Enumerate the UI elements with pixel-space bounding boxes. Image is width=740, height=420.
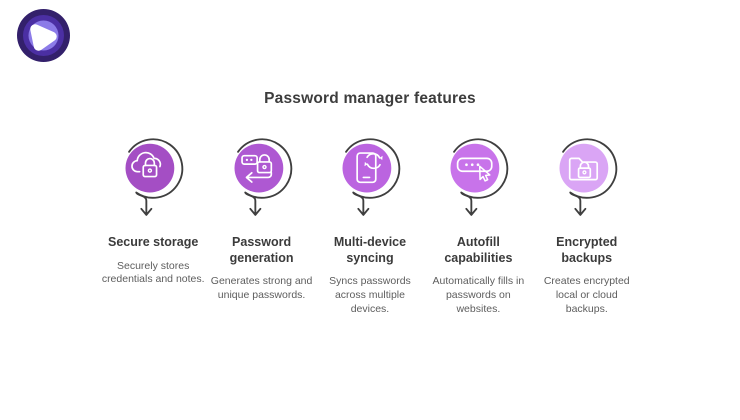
page-title: Password manager features xyxy=(264,90,476,107)
feature-description: Syncs passwords across multiple devices. xyxy=(329,275,411,315)
feature-multi-device-syncing: Multi-device syncing Syncs passwords acr… xyxy=(316,126,424,317)
feature-description: Creates encrypted local or cloud backups… xyxy=(543,275,630,315)
device-sync-icon xyxy=(342,138,401,216)
cloud-lock-icon xyxy=(125,138,184,216)
feature-title: Secure storage xyxy=(108,235,199,249)
loop-arrow xyxy=(453,138,509,216)
feature-title: Password generation xyxy=(229,235,294,265)
encrypted-folder-icon xyxy=(559,138,617,216)
feature-description: Automatically fills in passwords on webs… xyxy=(432,275,525,315)
logo-pick-shape xyxy=(30,24,57,51)
feature-autofill-capabilities: Autofill capabilities Automatically fill… xyxy=(424,126,532,317)
feature-description: Generates strong and unique passwords. xyxy=(210,275,313,302)
feature-title: Encrypted backups xyxy=(556,235,618,265)
loop-arrow xyxy=(345,138,401,216)
brand-logo-icon xyxy=(17,9,70,62)
autofill-cursor-icon xyxy=(450,138,509,216)
loop-arrow xyxy=(128,138,184,216)
feature-description: Securely stores credentials and notes. xyxy=(101,259,205,286)
feature-secure-storage: Secure storage Securely stores credentia… xyxy=(99,126,207,317)
feature-encrypted-backups: Encrypted backups Creates encrypted loca… xyxy=(533,126,641,317)
loop-arrow xyxy=(561,138,617,216)
features-row: Secure storage Securely stores credentia… xyxy=(99,126,641,317)
loop-arrow xyxy=(236,138,292,216)
feature-title: Autofill capabilities xyxy=(444,235,513,265)
feature-password-generation: Password generation Generates strong and… xyxy=(207,126,315,317)
password-generator-icon xyxy=(234,138,292,216)
feature-title: Multi-device syncing xyxy=(333,235,407,265)
